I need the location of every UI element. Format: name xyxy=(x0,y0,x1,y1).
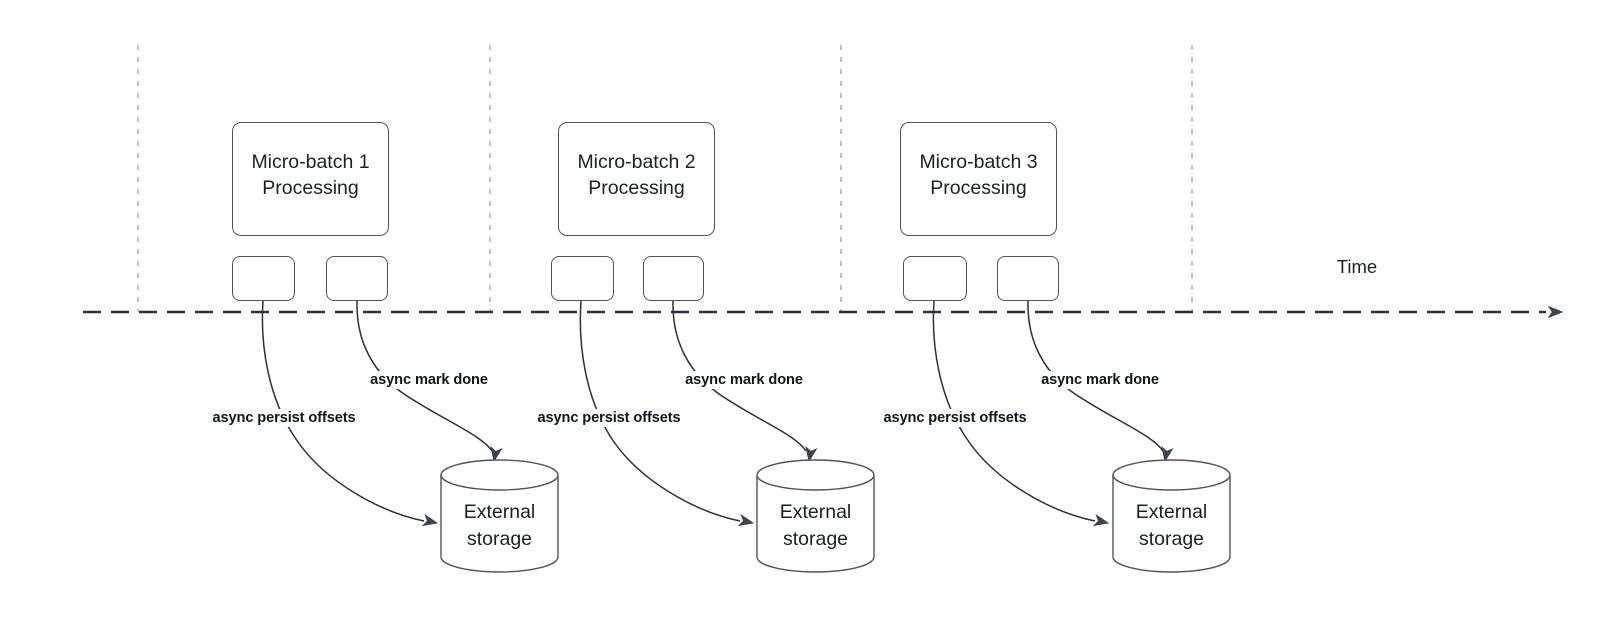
group-3-edge-persist-offsets-arrowhead xyxy=(1092,513,1110,527)
group-3-edge-mark-done-arrowhead-glyph xyxy=(1161,445,1174,463)
group-1-edge-mark-done-arrowhead xyxy=(490,445,503,463)
group-2-mini-box-mark[interactable] xyxy=(643,256,704,301)
group-2-edge-persist-offsets-arrowhead-glyph xyxy=(737,513,755,527)
group-1-label-persist-offsets: async persist offsets xyxy=(209,409,359,427)
group-1-edge-mark-done-arrowhead-glyph xyxy=(490,445,503,463)
group-2-label-persist-offsets: async persist offsets xyxy=(534,409,684,427)
timeline-arrowhead xyxy=(1547,305,1564,319)
group-2-edge-persist-offsets xyxy=(579,300,741,522)
group-1-mini-box-mark[interactable] xyxy=(326,256,388,301)
micro-batch-2-box[interactable]: Micro-batch 2 Processing xyxy=(558,122,715,236)
group-3-storage-cylinder xyxy=(1112,459,1231,573)
group-3-label-mark-done: async mark done xyxy=(1038,371,1162,389)
micro-batch-3-label: Micro-batch 3 Processing xyxy=(919,151,1038,199)
group-1-edge-mark-done xyxy=(356,300,493,452)
group-1-edge-persist-offsets xyxy=(261,300,425,522)
group-1-edge-persist-offsets-arrowhead xyxy=(421,513,439,527)
group-2-edge-mark-done xyxy=(672,300,807,452)
group-3-storage-body xyxy=(1112,475,1231,573)
group-1-storage-cylinder xyxy=(440,459,559,573)
time-axis-label: Time xyxy=(1336,256,1378,277)
micro-batch-2-label: Micro-batch 2 Processing xyxy=(577,151,696,199)
micro-batch-1-label: Micro-batch 1 Processing xyxy=(251,151,370,199)
group-2-edge-mark-done-arrowhead-glyph xyxy=(805,445,818,463)
micro-batch-1-box[interactable]: Micro-batch 1 Processing xyxy=(232,122,389,236)
group-1-storage-top xyxy=(440,459,559,491)
group-3-edge-mark-done xyxy=(1027,300,1164,452)
group-3-edge-mark-done-arrowhead xyxy=(1161,445,1174,463)
timeline-arrowhead-glyph xyxy=(1547,305,1564,319)
group-1-edge-persist-offsets-arrowhead-glyph xyxy=(421,513,439,527)
group-2-storage-body xyxy=(756,475,875,573)
group-2-edge-persist-offsets-arrowhead xyxy=(737,513,755,527)
group-1-mini-box-persist[interactable] xyxy=(232,256,295,301)
group-2-mini-box-persist[interactable] xyxy=(551,256,614,301)
group-3-edge-persist-offsets xyxy=(932,300,1096,522)
group-3-mini-box-mark[interactable] xyxy=(997,256,1059,301)
group-2-storage-cylinder xyxy=(756,459,875,573)
group-3-mini-box-persist[interactable] xyxy=(903,256,967,301)
group-3-label-persist-offsets: async persist offsets xyxy=(880,409,1030,427)
micro-batch-3-box[interactable]: Micro-batch 3 Processing xyxy=(900,122,1057,236)
group-2-label-mark-done: async mark done xyxy=(682,371,806,389)
group-3-storage-top xyxy=(1112,459,1231,491)
group-1-storage-body xyxy=(440,475,559,573)
group-3-edge-persist-offsets-arrowhead-glyph xyxy=(1092,513,1110,527)
group-1-label-mark-done: async mark done xyxy=(367,371,491,389)
group-2-storage-top xyxy=(756,459,875,491)
group-2-edge-mark-done-arrowhead xyxy=(805,445,818,463)
